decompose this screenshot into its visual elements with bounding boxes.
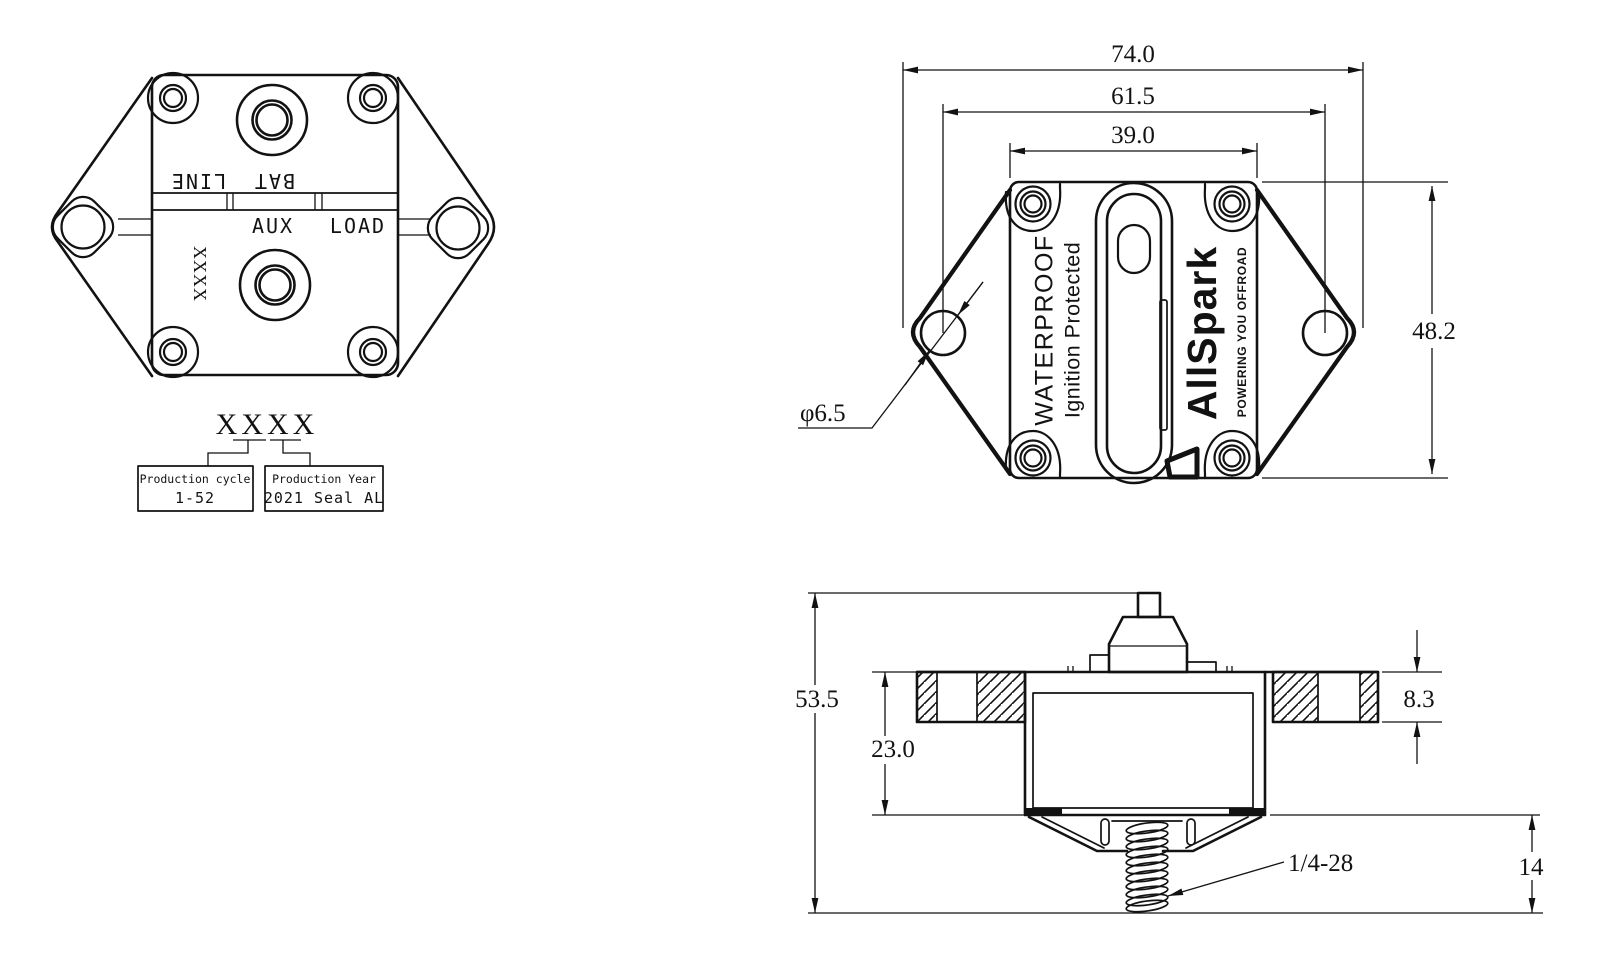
lever-window: [1116, 223, 1152, 275]
front-left-wing: [910, 187, 1013, 477]
right-flange-section: [1271, 670, 1380, 724]
corner-screw-bosses: [146, 71, 400, 379]
dim-8-extensions: [1382, 671, 1442, 723]
left-wing-outline: [50, 76, 154, 378]
year-box-value: 2021 Seal AL: [264, 489, 384, 507]
left-ear-boss: [51, 195, 115, 259]
lever-boss: [1107, 615, 1189, 674]
year-box-title: Production Year: [272, 472, 376, 486]
dim-23-extensions: [872, 671, 1030, 816]
dim-48-extensions: [1262, 181, 1448, 479]
breaker-body-side: [1023, 670, 1267, 817]
boss-steps: [1089, 654, 1217, 673]
marking-ignition: Ignition Protected: [1061, 242, 1085, 418]
side-view-dimensions: 53.5 23.0 8.3 14 1/4-28: [795, 592, 1545, 914]
reset-lever-triangle-icon: [1164, 446, 1200, 480]
callout-connectors: [207, 440, 311, 466]
cycle-box: [137, 465, 254, 512]
lever-edge-strip: [1159, 299, 1168, 431]
year-box: [264, 465, 384, 512]
terminal-label-line: LINE: [170, 169, 226, 193]
dim-mount-hole-label: φ6.5: [800, 400, 846, 427]
hole-dia-leader: [798, 281, 984, 429]
thread-callout-label: 1/4-28: [1288, 850, 1353, 877]
hole-dia-arrow-lower: [904, 350, 930, 386]
threaded-stud: [1125, 821, 1169, 913]
dim-74-extensions: [902, 62, 1364, 328]
date-code-stamp: XXXX: [190, 246, 210, 302]
dim-flange-thickness-label: 8.3: [1403, 686, 1434, 713]
dim-61-extensions: [942, 104, 1326, 333]
dim-overall-height-label: 53.5: [795, 686, 839, 713]
bottom-view: LINE BAT AUX LOAD XXXX: [50, 71, 496, 379]
side-view: [915, 591, 1380, 913]
brand-logo-text: AllSpark: [1179, 246, 1225, 420]
callout-code: XXXX: [216, 408, 319, 441]
terminal-label-load: LOAD: [330, 214, 386, 238]
front-view: WATERPROOF Ignition Protected AllSpark P…: [910, 180, 1357, 485]
date-code-callout: XXXX Production cycle 1-52 Production Ye…: [137, 408, 384, 512]
parting-band: [151, 192, 399, 211]
front-view-dimensions: 74.0 61.5 39.0 48.2 φ6.5: [798, 41, 1456, 479]
right-wing-outline: [396, 76, 496, 378]
front-right-wing: [1254, 187, 1357, 477]
dim-body-width-label: 39.0: [1111, 122, 1155, 149]
dim-body-height-label: 48.2: [1412, 318, 1456, 345]
left-flange-section: [915, 670, 1027, 724]
dim-stud-length-label: 14: [1519, 854, 1545, 881]
terminal-label-aux: AUX: [252, 214, 294, 238]
dim-body-depth-label: 23.0: [871, 736, 915, 763]
marking-waterproof: WATERPROOF: [1031, 234, 1059, 425]
dim-overall-width-label: 74.0: [1111, 41, 1155, 68]
thread-leader: [1167, 861, 1285, 897]
cycle-box-value: 1-52: [175, 489, 215, 507]
ear-slots: [118, 218, 431, 236]
right-ear-boss: [426, 196, 490, 260]
right-ear-hole: [435, 205, 481, 251]
cycle-box-title: Production cycle: [140, 472, 251, 486]
terminal-label-bat: BAT: [253, 169, 295, 193]
left-ear-hole: [60, 204, 106, 250]
brand-tagline: POWERING YOU OFFROAD: [1235, 247, 1249, 417]
bottom-bracket: [1027, 815, 1263, 853]
plate-ticks: [1067, 666, 1233, 673]
bat-terminal: [235, 83, 309, 157]
reset-lever-slot: [1094, 181, 1174, 485]
hole-dia-arrow-upper: [957, 281, 984, 316]
front-corner-bosses: [1004, 182, 1261, 480]
load-terminal: [238, 248, 312, 322]
dim-hole-spacing-label: 61.5: [1111, 83, 1155, 110]
bottom-view-body: [150, 73, 400, 377]
lever-stem: [1136, 591, 1162, 619]
